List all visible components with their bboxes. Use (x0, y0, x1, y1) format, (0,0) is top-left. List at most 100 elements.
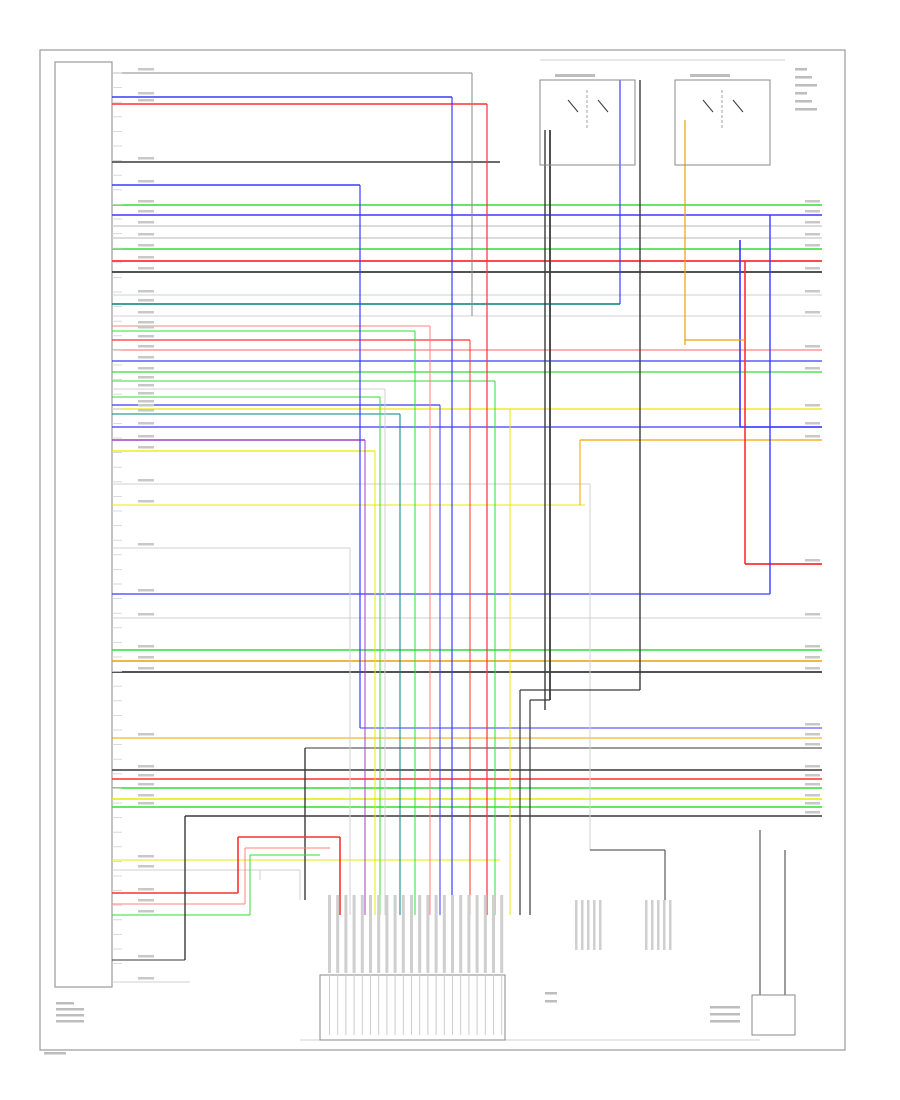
wire-end-label (805, 733, 820, 736)
wire-color-label (138, 367, 154, 370)
wire-color-label (138, 409, 154, 412)
note-mark (581, 900, 584, 950)
connector-pin-label (336, 895, 340, 973)
wire-color-label (138, 500, 154, 503)
wire-color-label (138, 256, 154, 259)
outer-frame (39, 49, 846, 1051)
wire-end-label (805, 311, 820, 314)
wire-color-label (138, 233, 154, 236)
note-mark (575, 900, 578, 950)
wire-end-label (805, 645, 820, 648)
wire-color-label (138, 221, 154, 224)
connector-pin-label (442, 895, 446, 973)
wire-color-label (138, 200, 154, 203)
relay-caption-mark (690, 74, 730, 77)
note-mark (645, 900, 648, 950)
note-mark (795, 100, 812, 103)
connector-pin-label (418, 895, 422, 973)
wire-color-label (138, 404, 154, 407)
wire-color-label (138, 656, 154, 659)
ecu-caption-mark (56, 1002, 74, 1005)
note-mark (651, 900, 654, 950)
wire-color-label (138, 299, 154, 302)
wire-end-label (805, 559, 820, 562)
connector-pin-label (483, 895, 487, 973)
wire-color-label (138, 68, 154, 71)
wire-color-label (138, 326, 154, 329)
wire-end-label (805, 794, 820, 797)
wire-color-label (138, 157, 154, 160)
wire-end-label (805, 290, 820, 293)
note-mark (657, 900, 660, 950)
wire-end-label (805, 723, 820, 726)
wire-color-label (138, 765, 154, 768)
note-mark (587, 900, 590, 950)
ecu-caption-mark (56, 1014, 84, 1017)
wire-end-label (805, 404, 820, 407)
wire-color-label (138, 321, 154, 324)
connector-pin-label (328, 895, 331, 973)
relay-caption-mark (555, 74, 595, 77)
wire-end-label (805, 765, 820, 768)
relay-outline (674, 79, 771, 166)
wire-end-label (805, 345, 820, 348)
note-mark (795, 92, 807, 95)
connector-pin-label (360, 895, 364, 973)
wire-color-label (138, 543, 154, 546)
wire-end-label (805, 244, 820, 247)
wire-color-label (138, 977, 154, 980)
wire-color-label (138, 311, 154, 314)
wire-end-label (805, 613, 820, 616)
wire-end-label (805, 267, 820, 270)
wire-color-label (138, 180, 154, 183)
note-mark (795, 68, 807, 71)
connector-pin-label (451, 895, 454, 973)
relay-outline (539, 79, 636, 166)
wire-color-label (138, 290, 154, 293)
connector-pin-label (500, 895, 504, 973)
connector-pin-label (475, 895, 479, 973)
wire-color-label (138, 400, 154, 403)
wire-color-label (138, 589, 154, 592)
wire-end-label (805, 783, 820, 786)
sensor-caption-mark (710, 1013, 740, 1016)
wire-color-label (138, 210, 154, 213)
wire-color-label (138, 479, 154, 482)
ecu-caption-mark (56, 1008, 84, 1011)
wire-color-label (138, 899, 154, 902)
wire-end-label (805, 743, 820, 746)
connector-pin-label (410, 895, 413, 973)
wire-color-label (138, 855, 154, 858)
connector-pin-label (393, 895, 397, 973)
connector-pin-label (401, 895, 405, 973)
ecu-caption-mark (56, 1020, 84, 1023)
wire-end-label (805, 435, 820, 438)
wire-color-label (138, 99, 154, 102)
wire-color-label (138, 422, 154, 425)
wire-color-label (138, 865, 154, 868)
connector-pin-label (492, 895, 495, 973)
connector-pin-label (369, 895, 372, 973)
connector-pin-label (377, 895, 381, 973)
wire-color-label (138, 376, 154, 379)
connector-pin-label (459, 895, 463, 973)
wire-end-label (805, 200, 820, 203)
note-mark (795, 84, 817, 87)
wire-end-label (805, 367, 820, 370)
connector-pin-label (434, 895, 438, 973)
sensor-outline (751, 994, 796, 1036)
wire-harness (112, 72, 822, 995)
pin-labels (44, 68, 820, 1055)
switch-contact (597, 99, 609, 113)
page-ref-mark (44, 1052, 66, 1055)
wire-color-label (138, 955, 154, 958)
wire-color-label (138, 910, 154, 913)
sensor-caption-mark (710, 1020, 740, 1023)
wire-color-label (138, 435, 154, 438)
relay-switch-icon (539, 74, 636, 166)
wire-color-label (138, 794, 154, 797)
wire-color-label (138, 613, 154, 616)
wire-end-label (805, 221, 820, 224)
relay-switch-icon (674, 74, 771, 166)
